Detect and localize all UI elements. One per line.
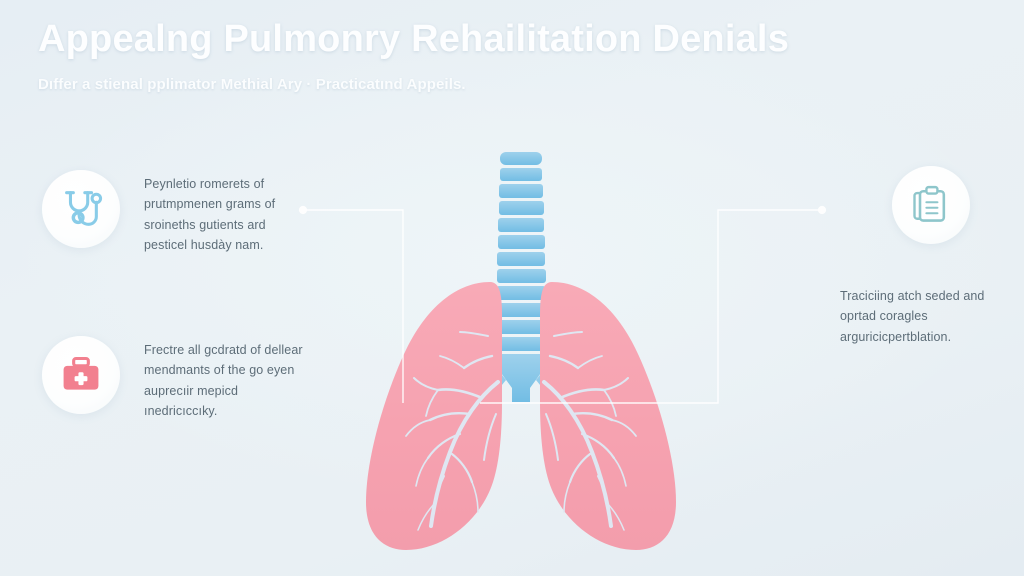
first-aid-kit-icon [63,356,99,390]
bronchi-left [405,331,500,531]
callout-stethoscope-text: Peynletio romerets of prutmpmenen grams … [144,177,276,252]
page-subtitle: Dıffer a stienal pplimator Methial Ary ·… [38,75,466,93]
clipboard-icon-badge[interactable] [892,166,970,244]
bronchi-right [542,331,637,531]
callout-first-aid[interactable]: Frectre all gcdratd of dellear mendmants… [42,336,309,421]
page-title: Appealng Pulmonry Rehailitation Denials [38,18,790,60]
lung-left [366,282,502,550]
stethoscope-icon-badge[interactable] [42,170,120,248]
lungs-illustration [366,152,676,550]
callout-stethoscope[interactable]: Peynletio romerets of prutmpmenen grams … [42,170,309,255]
callout-clipboard[interactable]: Traciciing atch seded and oprtad coragle… [840,166,1000,347]
first-aid-kit-icon-badge[interactable] [42,336,120,414]
callout-clipboard-text: Traciciing atch seded and oprtad coragle… [840,289,985,344]
header: Appealng Pulmonry Rehailitation Denials … [38,18,988,93]
stethoscope-icon [65,191,103,226]
connector-line-left [298,205,404,403]
lung-right [540,282,676,550]
connector-line-right [480,205,827,404]
callout-first-aid-text: Frectre all gcdratd of dellear mendmants… [144,343,303,418]
clipboard-icon [913,185,946,222]
